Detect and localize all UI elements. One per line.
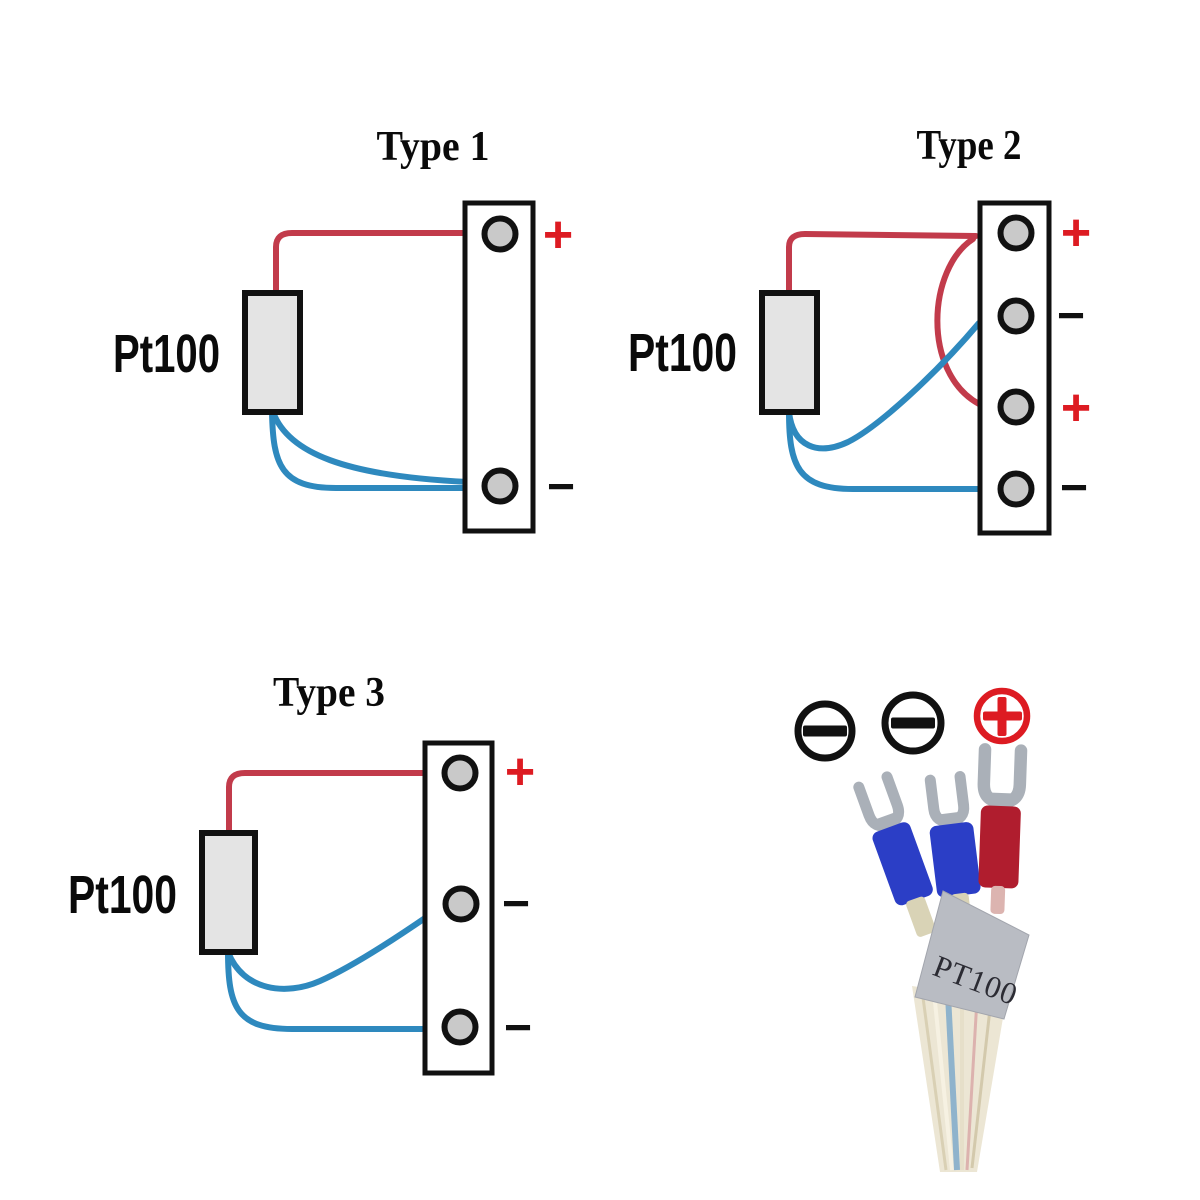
wire-crimp: [906, 896, 936, 937]
type1-title: Type 1: [377, 124, 490, 170]
type2-minus-label-2: −: [1060, 462, 1088, 515]
type1-red-wire: [273, 230, 473, 296]
type3-minus-label-1: −: [502, 878, 530, 931]
type1-plus-label: +: [543, 206, 573, 264]
type2-plus-label-1: +: [1061, 204, 1091, 262]
spade-terminal-red: [977, 743, 1028, 915]
type2-pt100-label: Pt100: [628, 323, 737, 383]
type2-diagram: Type 2 Pt100 + − + −: [628, 123, 1091, 536]
type2-blue-wire-1: [786, 320, 982, 452]
type3-plus-label: +: [505, 743, 535, 801]
type3-terminal-2: [442, 885, 480, 923]
type2-terminal-1: [997, 214, 1035, 252]
type2-pt100-sensor: [759, 290, 820, 415]
type2-red-wire: [786, 230, 979, 296]
type1-terminal-2: [481, 467, 519, 505]
blue-sleeve: [872, 822, 933, 906]
type1-pt100-sensor: [242, 290, 303, 415]
type2-title: Type 2: [917, 123, 1022, 169]
type2-red-jumper-arc: [934, 236, 982, 407]
type3-blue-wire-2: [225, 949, 431, 1032]
type3-blue-wire-1: [225, 913, 431, 992]
type3-red-wire: [226, 770, 433, 836]
type1-minus-label: −: [547, 461, 575, 514]
type1-blue-wire-1: [270, 409, 471, 485]
minus-circle-icon: [881, 691, 945, 755]
braided-cable: [912, 986, 1006, 1172]
minus-circle-icon: [794, 700, 856, 762]
plus-circle-icon: [973, 687, 1031, 745]
type3-minus-label-2: −: [504, 1002, 532, 1055]
type3-pt100-label: Pt100: [68, 865, 177, 925]
type2-terminal-3: [997, 388, 1035, 426]
type3-pt100-sensor: [199, 830, 258, 955]
type2-terminal-4: [997, 470, 1035, 508]
spade-terminal-blue-left: [853, 771, 936, 937]
blue-sleeve: [929, 822, 981, 898]
wire-tail: [990, 885, 1006, 915]
type2-blue-wire-2: [786, 409, 982, 492]
type1-blue-wire-2: [269, 409, 471, 491]
connector-photo: PT100: [794, 687, 1031, 1172]
type2-minus-label-1: −: [1057, 290, 1085, 343]
type2-plus-label-2: +: [1061, 379, 1091, 437]
type3-diagram: Type 3 Pt100 + − −: [68, 670, 535, 1076]
type1-terminal-1: [481, 215, 519, 253]
type1-diagram: Type 1 Pt100 + −: [113, 124, 575, 534]
red-sleeve: [978, 805, 1021, 889]
cable-tag-paper: [914, 890, 1030, 1020]
type3-terminal-1: [441, 754, 479, 792]
type3-title: Type 3: [273, 670, 385, 716]
type3-terminal-3: [441, 1008, 479, 1046]
cable-tag: PT100: [914, 890, 1030, 1020]
type2-terminal-2: [997, 297, 1035, 335]
type1-pt100-label: Pt100: [113, 324, 220, 384]
